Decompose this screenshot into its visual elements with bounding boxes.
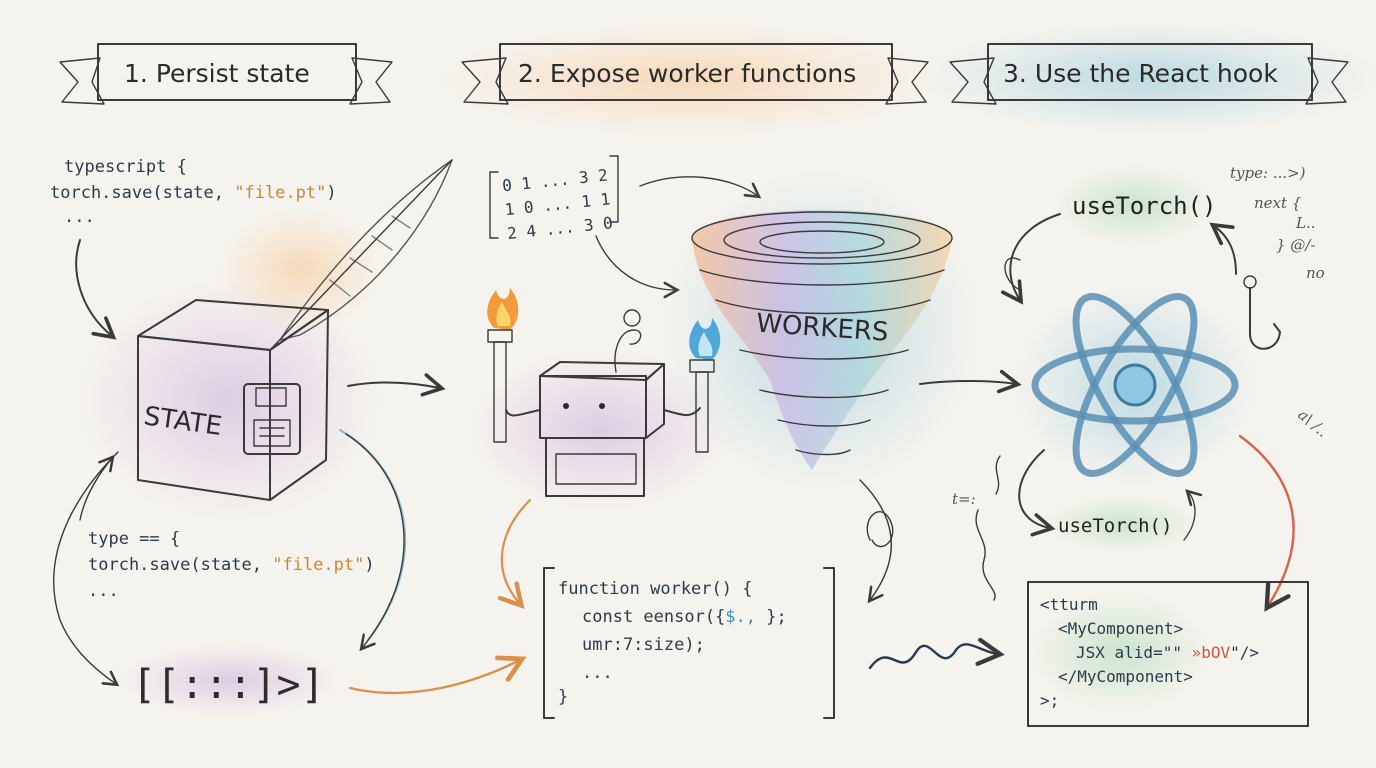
arrow-cycle-right [345,433,405,652]
matrix: 0 1 ... 3 2 1 0 ... 1 1 2 4 ... 3 0 [489,155,619,243]
hook-label-top: useTorch() [1072,192,1217,220]
code-line: typescript { [64,157,187,177]
code-line: type == { [88,529,180,549]
react-atom-icon [1031,293,1239,477]
scribble-text: t=: [952,490,976,508]
arrow-atom-to-hook-bottom [1018,449,1056,537]
scribble-text: next { [1254,194,1302,212]
arrow-code-to-cube [75,239,117,340]
hook-label-bottom: useTorch() [1058,515,1172,537]
code-line: torch.save(state, "file.pt") [88,555,375,575]
arrow-cycle-up [79,454,115,521]
fish-hook-icon [1243,275,1281,350]
arrow-matrix-to-robot [595,235,680,299]
quill-icon [269,159,453,351]
code-line: ... [64,207,95,227]
scribble-text: type: ...>) [1230,164,1306,182]
arrow-code-to-jsx [868,637,1005,670]
scribble-text: } @/- [1276,236,1315,254]
arrow-to-workers [347,373,446,397]
torch-blue-icon [689,318,721,453]
tornado-icon: WORKERS [660,170,980,490]
banner-step-2: 2. Expose worker functions [440,25,940,135]
arrow-robot-to-code [502,498,532,604]
scribble-text: L.. [1295,214,1316,232]
banner-step-3: 3. Use the React hook [920,23,1376,133]
arrow-to-react [919,369,1022,394]
worker-code-block: function worker() { const eensor({$., };… [543,567,835,719]
arrow-to-hook-top [1209,222,1237,275]
floppy-disk-icon [243,383,301,455]
code-line: JSX alid="" »bOV"/> [1076,643,1259,662]
arrow-cycle-left [53,451,120,687]
banner-step-1: 1. Persist state [59,43,393,105]
code-line: function worker() { [558,579,752,599]
code-line: const eensor({$., }; [582,607,787,627]
bracket-glyph: [[:::]>] [132,662,325,708]
code-line: umr:7:size); [582,635,705,655]
scribble-text: a\ /.. [1294,405,1331,440]
code-line: <MyComponent> [1058,619,1183,638]
step-3-title: 3. Use the React hook [1003,59,1278,88]
code-line: torch.save(state, "file.pt") [50,183,337,203]
code-line: >; [1040,691,1059,710]
persist-code-bottom: type == { torch.save(state, "file.pt") .… [88,529,375,601]
arrow-tornado-to-code [859,479,893,604]
code-line: ... [88,581,119,601]
arrow-hook-to-atom [1001,213,1061,305]
robot-icon [505,309,701,497]
scribble-text: no [1306,264,1325,282]
code-line: ... [582,663,613,683]
step-1-title: 1. Persist state [124,59,310,88]
jsx-code-block: <tturm <MyComponent> JSX alid="" »bOV"/>… [1027,581,1309,727]
arrow-atom-to-jsx [1238,434,1295,612]
code-line: } [558,687,568,707]
watercolor-wash [220,210,380,330]
code-line: </MyComponent> [1058,667,1193,686]
torch-orange-icon [487,288,519,443]
code-line: <tturm [1040,595,1098,614]
watercolor-wash [80,280,380,520]
arrow-bracket-to-code [348,660,520,695]
persist-code-top: typescript { torch.save(state, "file.pt"… [50,157,337,227]
step-2-title: 2. Expose worker functions [518,59,856,88]
